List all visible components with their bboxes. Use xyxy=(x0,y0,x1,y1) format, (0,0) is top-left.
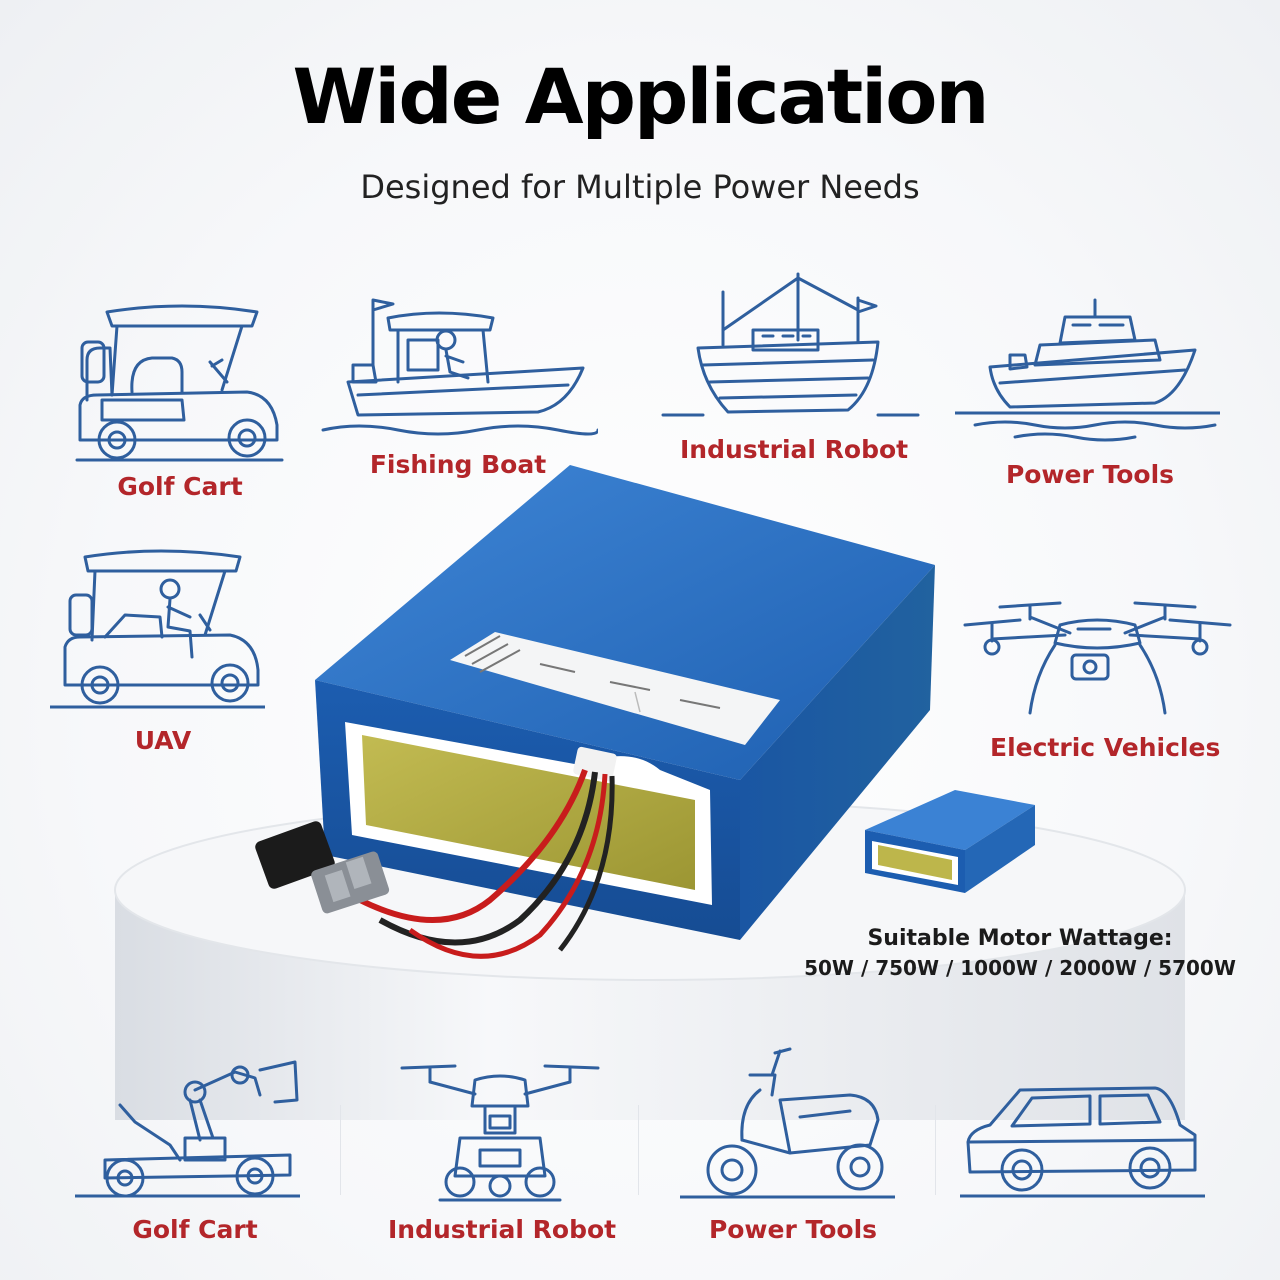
application-label-power-tools-bottom: Power Tools xyxy=(708,1215,878,1244)
fishing-boat-icon xyxy=(318,290,598,440)
small-battery-image xyxy=(860,785,1040,895)
suv-icon xyxy=(960,1080,1205,1200)
robot-drone-icon xyxy=(400,1058,600,1203)
divider xyxy=(935,1105,936,1195)
page-subtitle: Designed for Multiple Power Needs xyxy=(360,168,920,206)
application-label-fishing-boat: Fishing Boat xyxy=(369,450,547,479)
battery-pack-image xyxy=(240,460,960,980)
robot-arm-vehicle-icon xyxy=(75,1050,300,1200)
golf-cart-driver-icon xyxy=(50,545,265,710)
motor-wattage-heading: Suitable Motor Wattage: xyxy=(867,926,1173,951)
application-label-electric-vehicles: Electric Vehicles xyxy=(990,733,1221,762)
application-label-power-tools-top: Power Tools xyxy=(1005,460,1175,489)
motor-wattage-info: Suitable Motor Wattage: 50W / 750W / 100… xyxy=(800,924,1240,982)
drone-icon xyxy=(960,595,1235,720)
scooter-icon xyxy=(680,1045,895,1200)
application-label-golf-cart-top: Golf Cart xyxy=(117,472,243,501)
golf-cart-icon xyxy=(72,300,287,470)
divider xyxy=(340,1105,341,1195)
fishing-ship-icon xyxy=(658,270,923,420)
yacht-icon xyxy=(955,295,1220,445)
page-title: Wide Application xyxy=(292,52,989,141)
divider xyxy=(638,1105,639,1195)
application-label-uav: UAV xyxy=(134,726,192,755)
application-label-golf-cart-bottom: Golf Cart xyxy=(132,1215,258,1244)
application-label-industrial-robot-top: Industrial Robot xyxy=(680,435,909,464)
application-label-industrial-robot-bottom: Industrial Robot xyxy=(388,1215,617,1244)
motor-wattage-values: 50W / 750W / 1000W / 2000W / 5700W xyxy=(804,956,1236,980)
